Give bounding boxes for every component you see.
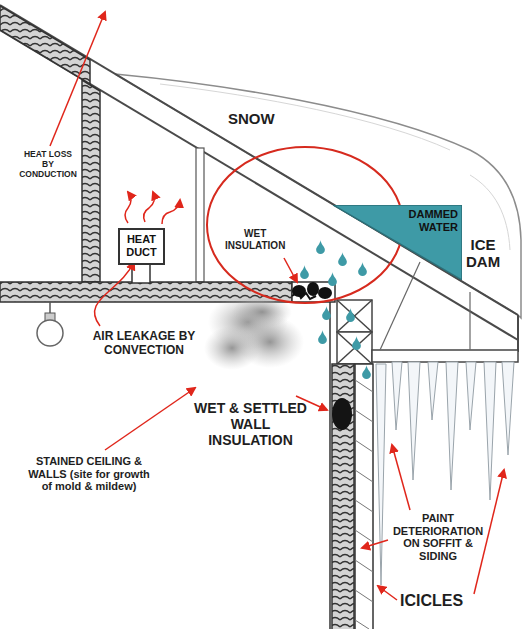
block (337, 332, 372, 364)
region-label: ICE DAM (466, 236, 500, 271)
callout-label: HEAT LOSS BY CONDUCTION (18, 150, 78, 179)
fascia (517, 315, 519, 352)
wall-top-framing (337, 300, 372, 364)
heat-duct-box: HEAT DUCT (118, 228, 165, 265)
cloud-puff (204, 326, 260, 370)
callout-label: STAINED CEILING & WALLS (site for growth… (28, 455, 150, 493)
callout-label: PAINT DETERIORATION ON SOFFIT & SIDING (388, 512, 488, 563)
board (355, 530, 373, 542)
water-drop (318, 330, 327, 344)
brace (337, 332, 372, 364)
brace (337, 332, 372, 364)
blob (318, 287, 332, 299)
siding (355, 364, 373, 629)
leader-arrow (50, 12, 105, 146)
blob-fringe (292, 292, 316, 299)
heat-wave (125, 192, 131, 223)
water-drop (316, 240, 325, 254)
leader-arrow (362, 540, 388, 548)
board (355, 560, 373, 572)
leader-arrows (50, 12, 504, 600)
knee-wall-insulation (82, 80, 100, 282)
region-label: SNOW (228, 110, 275, 127)
wet-insulation-blobs (292, 282, 332, 299)
interior-wall-face (329, 302, 331, 629)
air-leakage-cloud (204, 294, 304, 370)
block (337, 300, 372, 332)
icicle (392, 362, 402, 430)
callout-label: AIR LEAKAGE BY CONVECTION (92, 330, 196, 358)
callout-label: WET & SETTLED WALL INSULATION (188, 400, 313, 448)
leader-arrow (378, 586, 397, 600)
water-drop (328, 272, 337, 286)
roof-deck (0, 5, 518, 315)
icicle (466, 362, 476, 430)
board (355, 380, 373, 392)
callout-label: ICICLES (400, 592, 463, 610)
siding-boards (355, 380, 373, 629)
brace (337, 300, 372, 332)
icicle (502, 362, 514, 455)
icicle (408, 362, 420, 480)
roof-insulation (0, 6, 90, 84)
ceiling-joist-end (292, 282, 335, 302)
icicle (484, 362, 496, 500)
stud (196, 148, 204, 282)
heat-wave (144, 192, 155, 222)
eave-lookout (469, 292, 470, 350)
leader-arrow (95, 262, 134, 326)
icicle (376, 364, 386, 585)
icicles (376, 362, 514, 585)
wall-insulation (332, 364, 354, 629)
dammed-water-triangle: DAMMED WATER (333, 205, 462, 280)
board (355, 410, 373, 422)
water-drop (300, 265, 309, 279)
water-drop (352, 336, 361, 350)
board (355, 590, 373, 602)
icicle (446, 362, 458, 490)
water-drop (362, 365, 371, 379)
water-drop (358, 262, 367, 276)
leader-arrow (392, 445, 410, 510)
board (355, 440, 373, 452)
dammed-water-shape (333, 205, 462, 280)
water-drop (346, 308, 355, 322)
leader-arrow (284, 258, 297, 282)
node-text: HEAT DUCT (126, 233, 157, 258)
icicle (428, 362, 438, 420)
brace (337, 300, 372, 332)
board (355, 620, 369, 629)
light-bulb (37, 320, 63, 346)
leader-arrow (105, 388, 195, 450)
node-text: DAMMED WATER (409, 208, 459, 233)
heat-waves (125, 192, 180, 224)
blob (307, 282, 319, 296)
heat-wave (162, 200, 180, 224)
wet-wall-insulation (332, 398, 352, 430)
board (355, 470, 373, 482)
snow-shading (160, 84, 450, 150)
soffit (372, 350, 518, 362)
board (355, 500, 373, 512)
callout-label: WET INSULATION (225, 228, 285, 251)
water-drops (300, 240, 371, 379)
water-drop (322, 306, 331, 320)
water-drop (338, 252, 347, 266)
eave-lookout (380, 262, 420, 350)
bulb-wire (49, 302, 51, 313)
